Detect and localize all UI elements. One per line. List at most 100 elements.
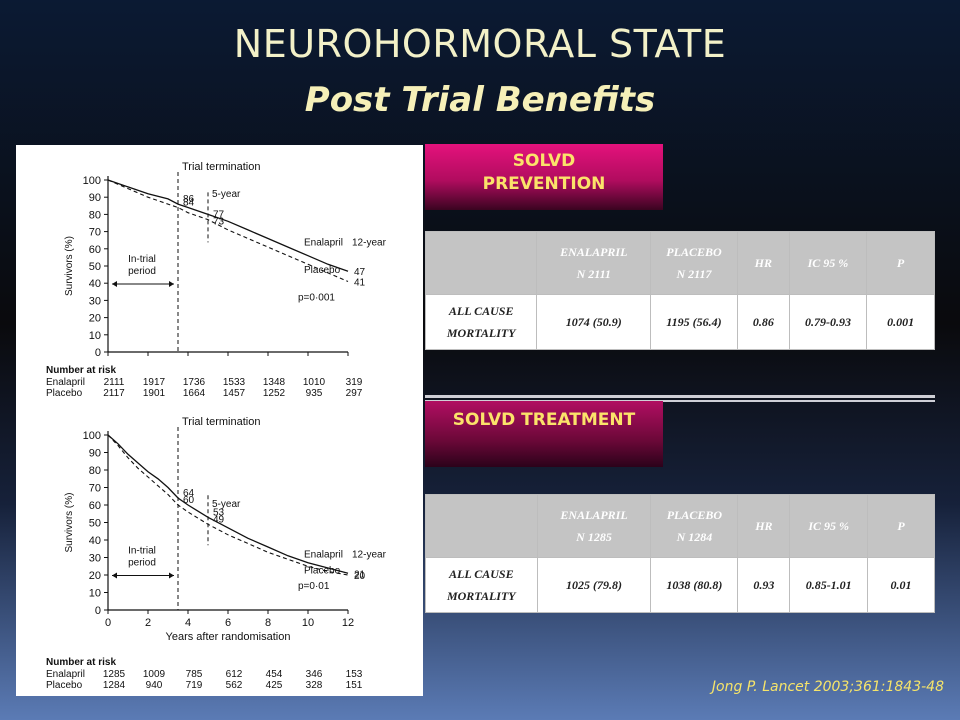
annotation: 60	[183, 495, 195, 506]
y-tick-label: 10	[89, 330, 101, 342]
risk-value: 1917	[143, 377, 166, 388]
x-axis-label: Years after randomisation	[166, 631, 291, 643]
y-tick-label: 30	[89, 553, 101, 565]
annotation: 53	[213, 507, 225, 518]
cell-text: N 1284	[676, 530, 713, 544]
table-cell: IC 95 %	[788, 231, 868, 295]
annotation: 49	[213, 514, 225, 525]
annotation: In-trial	[128, 254, 156, 265]
table-cell: 1074 (50.9)	[536, 294, 652, 350]
cell-text: PLACEBO	[666, 508, 723, 522]
risk-value: 1457	[223, 388, 246, 399]
slide-title: NEUROHORMORAL STATE	[233, 22, 727, 66]
cell-text: 1195 (56.4)	[666, 315, 722, 329]
y-axis-label: Survivors (%)	[64, 492, 75, 552]
risk-value: 151	[346, 680, 363, 691]
solvd-prevention-badge: SOLVD PREVENTION	[425, 144, 663, 210]
chart-title: Trial termination	[182, 416, 260, 428]
annotation: 21	[354, 569, 366, 580]
annotation: Placebo	[304, 265, 341, 276]
risk-value: 1348	[263, 377, 286, 388]
table-cell: P	[866, 494, 936, 558]
cell-text: N 2111	[576, 267, 611, 281]
series-line-placebo	[107, 179, 349, 283]
table-cell: HR	[737, 494, 791, 558]
table-cell: 1025 (79.8)	[536, 557, 652, 613]
annotation: 84	[183, 198, 195, 209]
cell-text: IC 95 %	[808, 519, 850, 533]
x-tick-label: 2	[145, 617, 151, 629]
annotation: Enalapril	[304, 237, 343, 248]
y-tick-label: 100	[83, 430, 101, 442]
table-cell: IC 95 %	[789, 494, 868, 558]
arrow-head	[112, 572, 117, 579]
y-tick-label: 50	[89, 261, 101, 273]
x-tick-label: 4	[185, 617, 191, 629]
cell-text: 0.01	[890, 578, 912, 592]
risk-value: 562	[226, 680, 243, 691]
risk-value: 2111	[104, 377, 125, 388]
annotation: period	[128, 558, 156, 569]
cell-text: MORTALITY	[446, 326, 516, 340]
cell-text: ENALAPRIL	[560, 508, 628, 522]
risk-value: 940	[146, 680, 163, 691]
risk-value: 328	[306, 680, 323, 691]
annotation: 86	[183, 194, 195, 205]
risk-row-name: Enalapril	[46, 669, 85, 680]
section-divider	[425, 395, 935, 398]
risk-value: 935	[306, 388, 323, 399]
risk-value: 785	[186, 669, 203, 680]
risk-value: 1009	[143, 669, 166, 680]
table-cell	[424, 231, 538, 295]
cell-text: 0.93	[753, 578, 775, 592]
table-cell: 0.86	[736, 294, 790, 350]
cell-text: P	[897, 519, 905, 533]
annotation: 47	[354, 267, 366, 278]
cell-text: P	[896, 256, 905, 270]
cell-text: 1074 (50.9)	[565, 315, 622, 329]
y-tick-label: 80	[89, 465, 101, 477]
table-cell: P	[866, 231, 935, 295]
y-tick-label: 20	[89, 570, 101, 582]
series-line-enalapril	[107, 434, 349, 574]
risk-value: 1736	[183, 377, 206, 388]
risk-value: 454	[266, 669, 283, 680]
annotation: p=0·001	[298, 292, 335, 303]
cell-text: 1038 (80.8)	[666, 578, 723, 592]
cell-text: N 2117	[676, 267, 712, 281]
chart-title: Trial termination	[182, 161, 260, 173]
annotation: 12-year	[352, 237, 387, 248]
y-tick-label: 20	[89, 313, 101, 325]
table-cell: ALL CAUSE MORTALITY	[424, 294, 538, 350]
x-tick-label: 10	[302, 617, 314, 629]
y-tick-label: 0	[95, 347, 101, 359]
y-tick-label: 100	[83, 175, 101, 187]
cell-text: ALL CAUSE	[448, 304, 514, 318]
risk-value: 425	[266, 680, 283, 691]
risk-value: 319	[346, 377, 363, 388]
x-tick-label: 12	[342, 617, 354, 629]
risk-value: 719	[186, 680, 203, 691]
cell-text: MORTALITY	[446, 589, 516, 603]
risk-row-name: Placebo	[46, 388, 83, 399]
table-cell: HR	[736, 231, 790, 295]
y-tick-label: 40	[89, 278, 101, 290]
arrow-head	[169, 572, 174, 579]
risk-table-label: Number at risk	[46, 657, 116, 668]
arrow-head	[112, 281, 117, 287]
badge-line: SOLVD	[512, 151, 576, 171]
cell-text: 0.79-0.93	[804, 315, 851, 329]
annotation: Placebo	[304, 565, 341, 576]
risk-table-label: Number at risk	[46, 365, 116, 376]
table-cell	[425, 494, 538, 558]
annotation: 12-year	[352, 550, 387, 561]
risk-value: 297	[346, 388, 363, 399]
